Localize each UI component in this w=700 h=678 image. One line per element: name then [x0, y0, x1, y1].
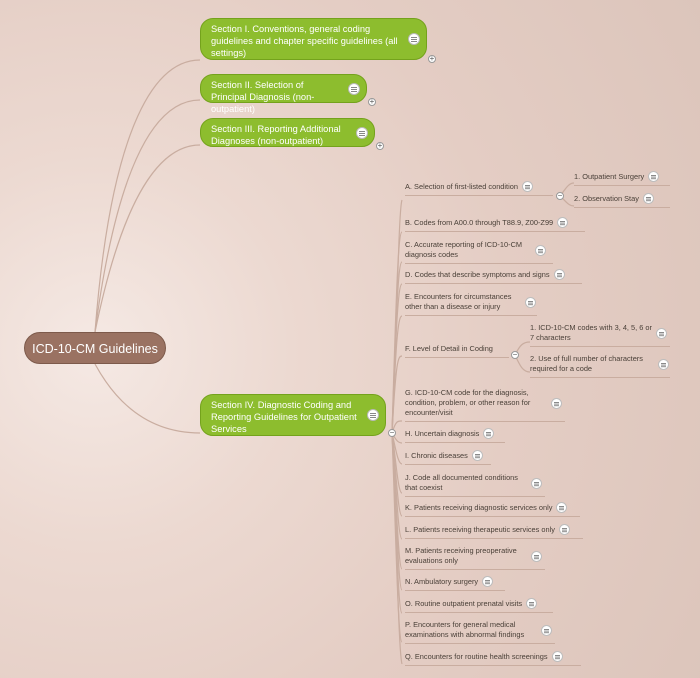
expand-section-3-button[interactable]: + [376, 141, 384, 150]
notes-icon[interactable] [367, 409, 379, 421]
subtopic-f-child[interactable]: 1. ICD-10-CM codes with 3, 4, 5, 6 or 7 … [530, 323, 670, 347]
subtopic-label: C. Accurate reporting of ICD-10-CM diagn… [405, 240, 523, 259]
subtopic-f-child[interactable]: 2. Use of full number of characters requ… [530, 354, 670, 378]
subtopic-o[interactable]: O. Routine outpatient prenatal visits [405, 598, 553, 613]
notes-icon[interactable] [348, 82, 360, 95]
subtopic-a-child[interactable]: 1. Outpatient Surgery [574, 171, 670, 186]
notes-icon[interactable] [551, 651, 563, 662]
section-4-label: Section IV. Diagnostic Coding and Report… [211, 400, 357, 434]
subtopic-j[interactable]: J. Code all documented conditions that c… [405, 473, 545, 497]
notes-icon[interactable] [541, 624, 552, 636]
section-2-topic[interactable]: Section II. Selection of Principal Diagn… [200, 74, 367, 114]
notes-icon[interactable] [483, 428, 495, 439]
subtopic-l[interactable]: L. Patients receiving therapeutic servic… [405, 524, 583, 539]
collapse-section-4-button[interactable]: − [388, 428, 396, 437]
subtopic-m[interactable]: M. Patients receiving preoperative evalu… [405, 546, 545, 570]
notes-icon[interactable] [408, 33, 420, 45]
section-3-topic[interactable]: Section III. Reporting Additional Diagno… [200, 118, 375, 147]
subtopic-k[interactable]: K. Patients receiving diagnostic service… [405, 502, 580, 517]
central-topic-label: ICD-10-CM Guidelines [32, 342, 158, 356]
link-root-section-4 [94, 363, 201, 434]
subtopic-label: D. Codes that describe symptoms and sign… [405, 269, 550, 279]
notes-icon[interactable] [526, 598, 538, 609]
subtopic-a[interactable]: A. Selection of first-listed condition [405, 181, 553, 196]
notes-icon[interactable] [557, 217, 569, 228]
subtopic-label: 2. Observation Stay [574, 193, 639, 203]
subtopic-label: A. Selection of first-listed condition [405, 181, 518, 191]
link-root-section-3 [94, 144, 201, 333]
subtopic-label: Q. Encounters for routine health screeni… [405, 651, 548, 661]
subtopic-g[interactable]: G. ICD-10-CM code for the diagnosis, con… [405, 388, 565, 422]
subtopic-e[interactable]: E. Encounters for circumstances other th… [405, 292, 537, 316]
notes-icon[interactable] [356, 126, 368, 139]
subtopic-label: E. Encounters for circumstances other th… [405, 292, 512, 311]
subtopic-label: M. Patients receiving preoperative evalu… [405, 546, 517, 565]
notes-icon[interactable] [558, 524, 570, 535]
subtopic-label: B. Codes from A00.0 through T88.9, Z00-Z… [405, 217, 554, 227]
subtopic-h[interactable]: H. Uncertain diagnosis [405, 428, 505, 443]
subtopic-p[interactable]: P. Encounters for general medical examin… [405, 620, 555, 644]
section-4-topic[interactable]: Section IV. Diagnostic Coding and Report… [200, 394, 386, 436]
section-3-label: Section III. Reporting Additional Diagno… [211, 124, 341, 146]
collapse-subtopic-f-button[interactable]: − [511, 350, 519, 359]
subtopic-label: L. Patients receiving therapeutic servic… [405, 524, 555, 534]
subtopic-label: K. Patients receiving diagnostic service… [405, 502, 553, 512]
notes-icon[interactable] [471, 450, 483, 461]
notes-icon[interactable] [531, 550, 542, 562]
subtopic-label: H. Uncertain diagnosis [405, 428, 480, 438]
subtopic-q[interactable]: Q. Encounters for routine health screeni… [405, 651, 581, 666]
section-1-topic[interactable]: Section I. Conventions, general coding g… [200, 18, 427, 60]
expand-section-1-button[interactable]: + [428, 54, 436, 63]
subtopic-label: G. ICD-10-CM code for the diagnosis, con… [405, 388, 531, 417]
notes-icon[interactable] [556, 502, 568, 513]
notes-icon[interactable] [658, 358, 669, 370]
subtopic-n[interactable]: N. Ambulatory surgery [405, 576, 505, 591]
subtopic-label: 1. Outpatient Surgery [574, 171, 645, 181]
subtopic-label: P. Encounters for general medical examin… [405, 620, 525, 639]
expand-section-2-button[interactable]: + [368, 97, 376, 106]
link-root-section-2 [94, 99, 201, 333]
notes-icon[interactable] [521, 181, 533, 192]
notes-icon[interactable] [656, 327, 667, 339]
notes-icon[interactable] [531, 477, 542, 489]
central-topic[interactable]: ICD-10-CM Guidelines [24, 332, 166, 364]
section-2-label: Section II. Selection of Principal Diagn… [211, 80, 315, 114]
subtopic-label: O. Routine outpatient prenatal visits [405, 598, 523, 608]
subtopic-label: N. Ambulatory surgery [405, 576, 479, 586]
subtopic-a-child[interactable]: 2. Observation Stay [574, 193, 670, 208]
subtopic-c[interactable]: C. Accurate reporting of ICD-10-CM diagn… [405, 240, 553, 264]
notes-icon[interactable] [482, 576, 494, 587]
collapse-subtopic-a-button[interactable]: − [556, 191, 564, 200]
subtopic-b[interactable]: B. Codes from A00.0 through T88.9, Z00-Z… [405, 217, 585, 232]
notes-icon[interactable] [553, 269, 565, 280]
subtopic-label: 1. ICD-10-CM codes with 3, 4, 5, 6 or 7 … [530, 323, 652, 342]
subtopic-label: F. Level of Detail in Coding [405, 344, 493, 354]
subtopic-label: I. Chronic diseases [405, 450, 468, 460]
notes-icon[interactable] [642, 193, 654, 204]
subtopic-i[interactable]: I. Chronic diseases [405, 450, 491, 465]
notes-icon[interactable] [551, 397, 562, 409]
subtopic-label: J. Code all documented conditions that c… [405, 473, 518, 492]
subtopic-label: 2. Use of full number of characters requ… [530, 354, 643, 373]
notes-icon[interactable] [525, 296, 536, 308]
section-1-label: Section I. Conventions, general coding g… [211, 24, 398, 58]
link-root-section-1 [94, 59, 201, 333]
notes-icon[interactable] [648, 171, 660, 182]
subtopic-f[interactable]: F. Level of Detail in Coding [405, 344, 509, 359]
subtopic-d[interactable]: D. Codes that describe symptoms and sign… [405, 269, 582, 284]
notes-icon[interactable] [535, 244, 546, 256]
